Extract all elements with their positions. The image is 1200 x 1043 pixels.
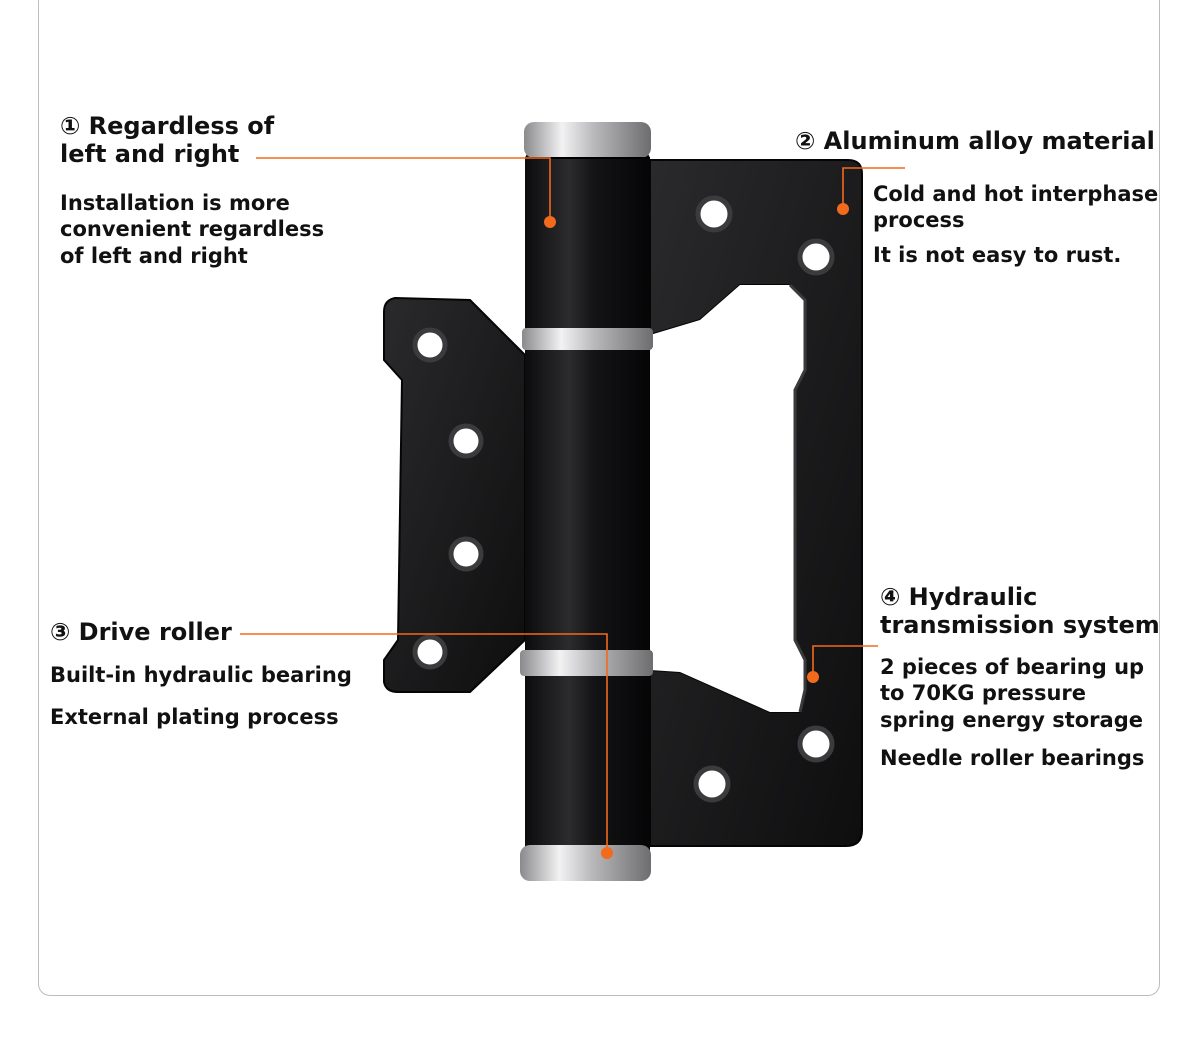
callout-4-title-line: ④ Hydraulic xyxy=(880,583,1038,611)
callout-1-title: ① Regardless of left and right xyxy=(60,112,275,168)
content-frame xyxy=(38,0,1160,996)
callout-3-body-line: External plating process xyxy=(50,705,339,729)
callout-1-body-line: convenient regardless xyxy=(60,217,325,242)
callout-2-body-line: Cold and hot interphase xyxy=(873,182,1159,206)
callout-4-body-line: 2 pieces of bearing up xyxy=(880,655,1145,679)
callout-1-title-line: left and right xyxy=(60,139,240,168)
hinge-barrel xyxy=(525,150,650,878)
left-hinge-leaf xyxy=(383,296,526,693)
callout-2-body-line: It is not easy to rust. xyxy=(873,243,1122,267)
screw-holes xyxy=(412,195,835,803)
callout-1-title-line: ① Regardless of xyxy=(60,112,275,140)
callout-4-body-line: spring energy storage xyxy=(880,707,1143,732)
callout-4-body-line: to 70KG pressure xyxy=(880,681,1087,706)
callout-2-body-line: process xyxy=(873,208,965,233)
right-leaf-cutout xyxy=(650,285,805,712)
callout-4-title-line: transmission system xyxy=(880,610,1160,639)
top-chrome-cap xyxy=(524,122,651,158)
callout-2-title: ② Aluminum alloy material xyxy=(795,127,1155,155)
callout-3-body-line: Built-in hydraulic bearing xyxy=(50,663,352,687)
upper-chrome-ring xyxy=(522,328,653,350)
callout-4-title: ④ Hydraulic transmission system xyxy=(880,583,1160,639)
callout-1-body: Installation is more convenient regardle… xyxy=(60,190,324,269)
callout-4-body-line: Needle roller bearings xyxy=(880,746,1145,770)
callout-2-body: Cold and hot interphase process xyxy=(873,181,1158,234)
callout-3-title: ③ Drive roller xyxy=(50,618,232,646)
callout-4-body: 2 pieces of bearing up to 70KG pressure … xyxy=(880,654,1144,733)
callout-1-body-line: Installation is more xyxy=(60,191,290,215)
bottom-chrome-cap xyxy=(520,845,651,881)
callout-dots xyxy=(544,203,849,859)
leader-lines xyxy=(240,157,905,852)
callout-1-body-line: of left and right xyxy=(60,243,248,268)
lower-chrome-ring xyxy=(520,650,653,676)
